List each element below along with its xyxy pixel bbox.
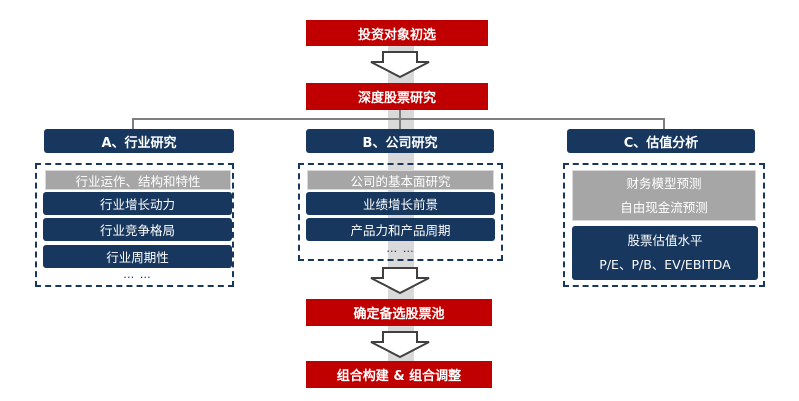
- flow-step-label: 深度股票研究: [357, 91, 436, 106]
- column-title: B、公司研究: [362, 135, 438, 151]
- item-label: 公司的基本面研究: [350, 173, 451, 189]
- down-arrow-icon: [370, 267, 430, 295]
- more-ellipsis: … …: [123, 268, 152, 281]
- block-line: 股票估值水平: [627, 233, 703, 248]
- item-label: 业绩增长前景: [362, 197, 438, 212]
- flow-step-initial-selection: 投资对象初选: [306, 20, 488, 46]
- down-arrow-icon: [370, 51, 430, 79]
- industry-item: 行业运作、结构和特性: [45, 170, 231, 190]
- flow-step-candidate-pool: 确定备选股票池: [306, 299, 492, 326]
- connector-left-drop: [132, 118, 134, 129]
- valuation-block-forecast: 财务模型预测 自由现金流预测: [572, 170, 756, 221]
- block-line: 财务模型预测: [626, 175, 702, 191]
- column-header-industry: A、行业研究: [44, 129, 234, 153]
- column-box-company: [298, 163, 503, 261]
- item-label: 行业竞争格局: [99, 223, 175, 238]
- industry-item: 行业竞争格局: [43, 218, 232, 241]
- flow-step-label: 组合构建 & 组合调整: [336, 369, 462, 384]
- block-line: 自由现金流预测: [620, 199, 708, 215]
- column-header-company: B、公司研究: [306, 129, 494, 153]
- column-box-industry: [35, 163, 234, 287]
- item-label: 行业运作、结构和特性: [75, 173, 201, 189]
- connector-horizontal: [133, 118, 665, 120]
- flow-step-portfolio-construction: 组合构建 & 组合调整: [306, 361, 492, 388]
- down-arrow-icon: [370, 331, 430, 359]
- block-line: P/E、P/B、EV/EBITDA: [599, 257, 731, 272]
- column-title: C、估值分析: [623, 135, 699, 151]
- flow-step-label: 确定备选股票池: [353, 307, 445, 322]
- industry-item: 行业增长动力: [43, 192, 232, 215]
- flow-step-label: 投资对象初选: [357, 27, 436, 43]
- industry-item: 行业周期性: [43, 245, 232, 268]
- company-item: 产品力和产品周期: [306, 218, 495, 241]
- company-item: 公司的基本面研究: [307, 170, 494, 190]
- connector-right-drop: [663, 118, 665, 129]
- column-box-valuation: [563, 163, 765, 287]
- company-item: 业绩增长前景: [306, 192, 495, 215]
- column-header-valuation: C、估值分析: [567, 129, 755, 153]
- item-label: 行业周期性: [106, 250, 169, 265]
- valuation-block-level: 股票估值水平 P/E、P/B、EV/EBITDA: [572, 226, 758, 280]
- item-label: 行业增长动力: [99, 197, 175, 212]
- item-label: 产品力和产品周期: [350, 223, 451, 238]
- flow-step-deep-research: 深度股票研究: [306, 83, 488, 110]
- more-ellipsis: … …: [386, 242, 415, 255]
- column-title: A、行业研究: [101, 135, 177, 151]
